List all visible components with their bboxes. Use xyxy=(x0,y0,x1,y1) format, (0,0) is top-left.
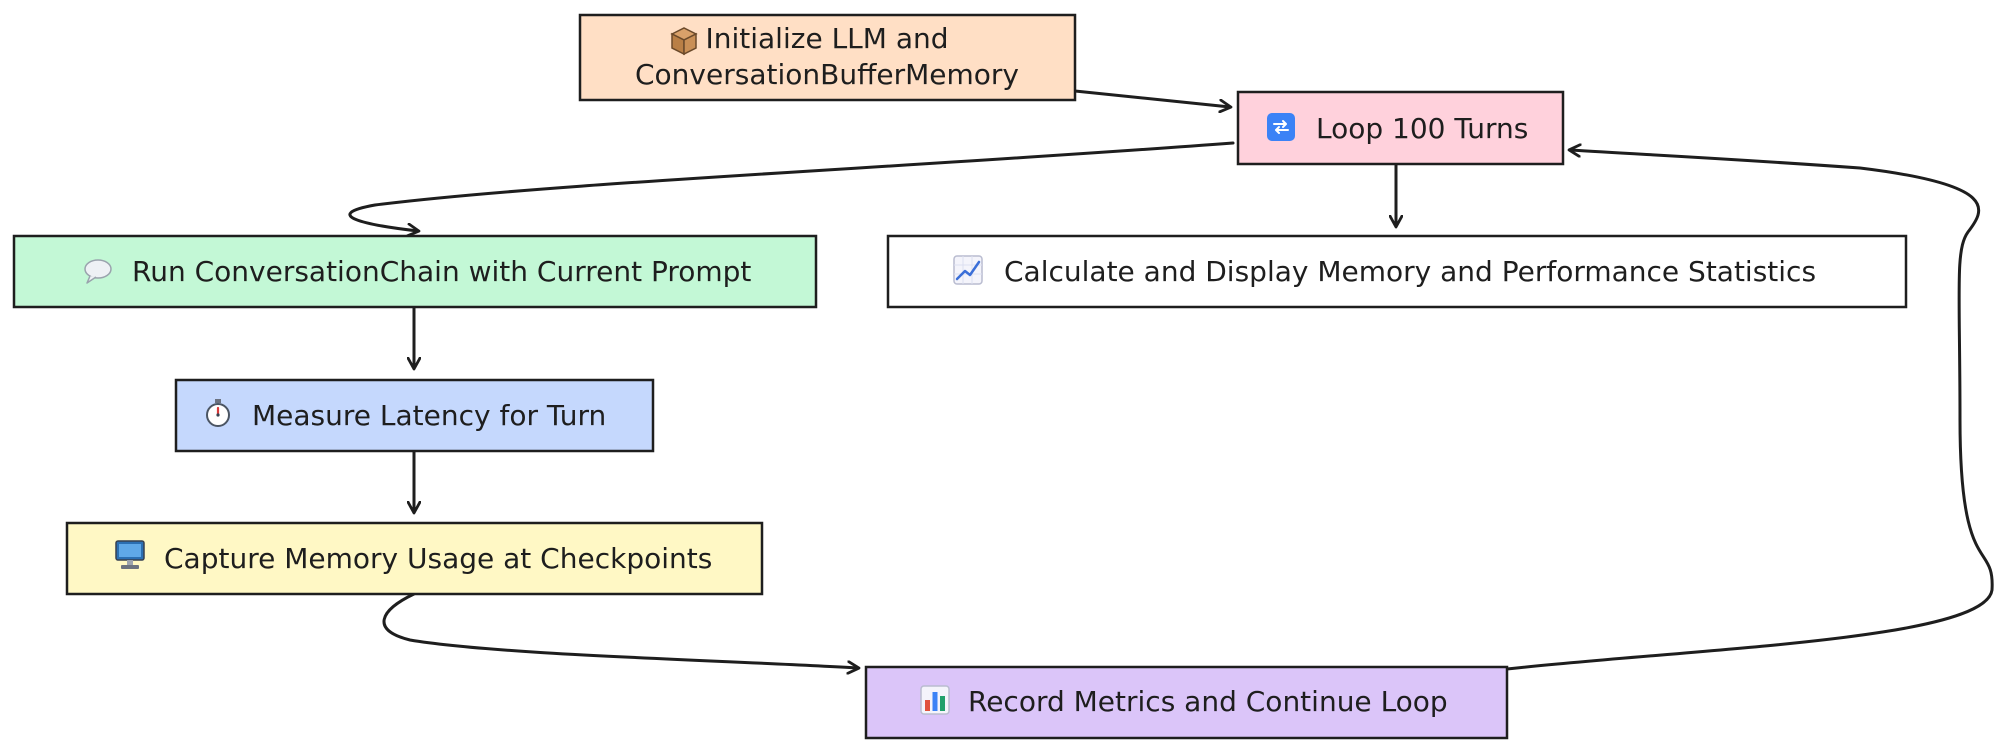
stopwatch-icon xyxy=(206,399,230,427)
node-run-chain-box xyxy=(12,234,818,309)
node-capture-memory-label: Capture Memory Usage at Checkpoints xyxy=(164,542,712,575)
node-run-chain: Run ConversationChain with Current Promp… xyxy=(12,234,818,309)
node-loop: Loop 100 Turns xyxy=(1236,90,1565,166)
node-initialize-line-1: Initialize LLM and xyxy=(705,22,948,55)
repeat-icon xyxy=(1267,113,1295,141)
node-statistics: Calculate and Display Memory and Perform… xyxy=(886,234,1908,309)
node-statistics-box xyxy=(886,234,1908,309)
node-record-metrics: Record Metrics and Continue Loop xyxy=(864,665,1509,740)
desktop-computer-icon xyxy=(115,540,145,569)
edge-record-to-loop xyxy=(1505,150,1994,671)
node-run-chain-label: Run ConversationChain with Current Promp… xyxy=(132,255,751,288)
node-initialize-box xyxy=(578,13,1077,102)
node-capture-memory-box xyxy=(65,521,764,596)
node-initialize: Initialize LLM and ConversationBufferMem… xyxy=(578,13,1077,102)
node-record-metrics-label: Record Metrics and Continue Loop xyxy=(968,685,1448,718)
node-initialize-line-2: ConversationBufferMemory xyxy=(635,58,1019,91)
node-latency-label: Measure Latency for Turn xyxy=(252,399,606,432)
speech-bubble-icon xyxy=(84,259,112,284)
bar-chart-icon xyxy=(920,685,950,715)
package-icon xyxy=(670,27,698,56)
node-loop-label: Loop 100 Turns xyxy=(1316,112,1528,145)
node-statistics-label: Calculate and Display Memory and Perform… xyxy=(1004,255,1816,288)
chart-increasing-icon xyxy=(953,255,983,285)
node-capture-memory: Capture Memory Usage at Checkpoints xyxy=(65,521,764,596)
node-latency-box xyxy=(174,378,655,453)
node-record-metrics-box xyxy=(864,665,1509,740)
node-latency: Measure Latency for Turn xyxy=(174,378,655,453)
edge-memory-to-record xyxy=(382,592,858,668)
edge-loop-to-run-chain xyxy=(348,141,1235,231)
edge-init-to-loop xyxy=(1073,89,1230,107)
edges xyxy=(348,89,1994,671)
